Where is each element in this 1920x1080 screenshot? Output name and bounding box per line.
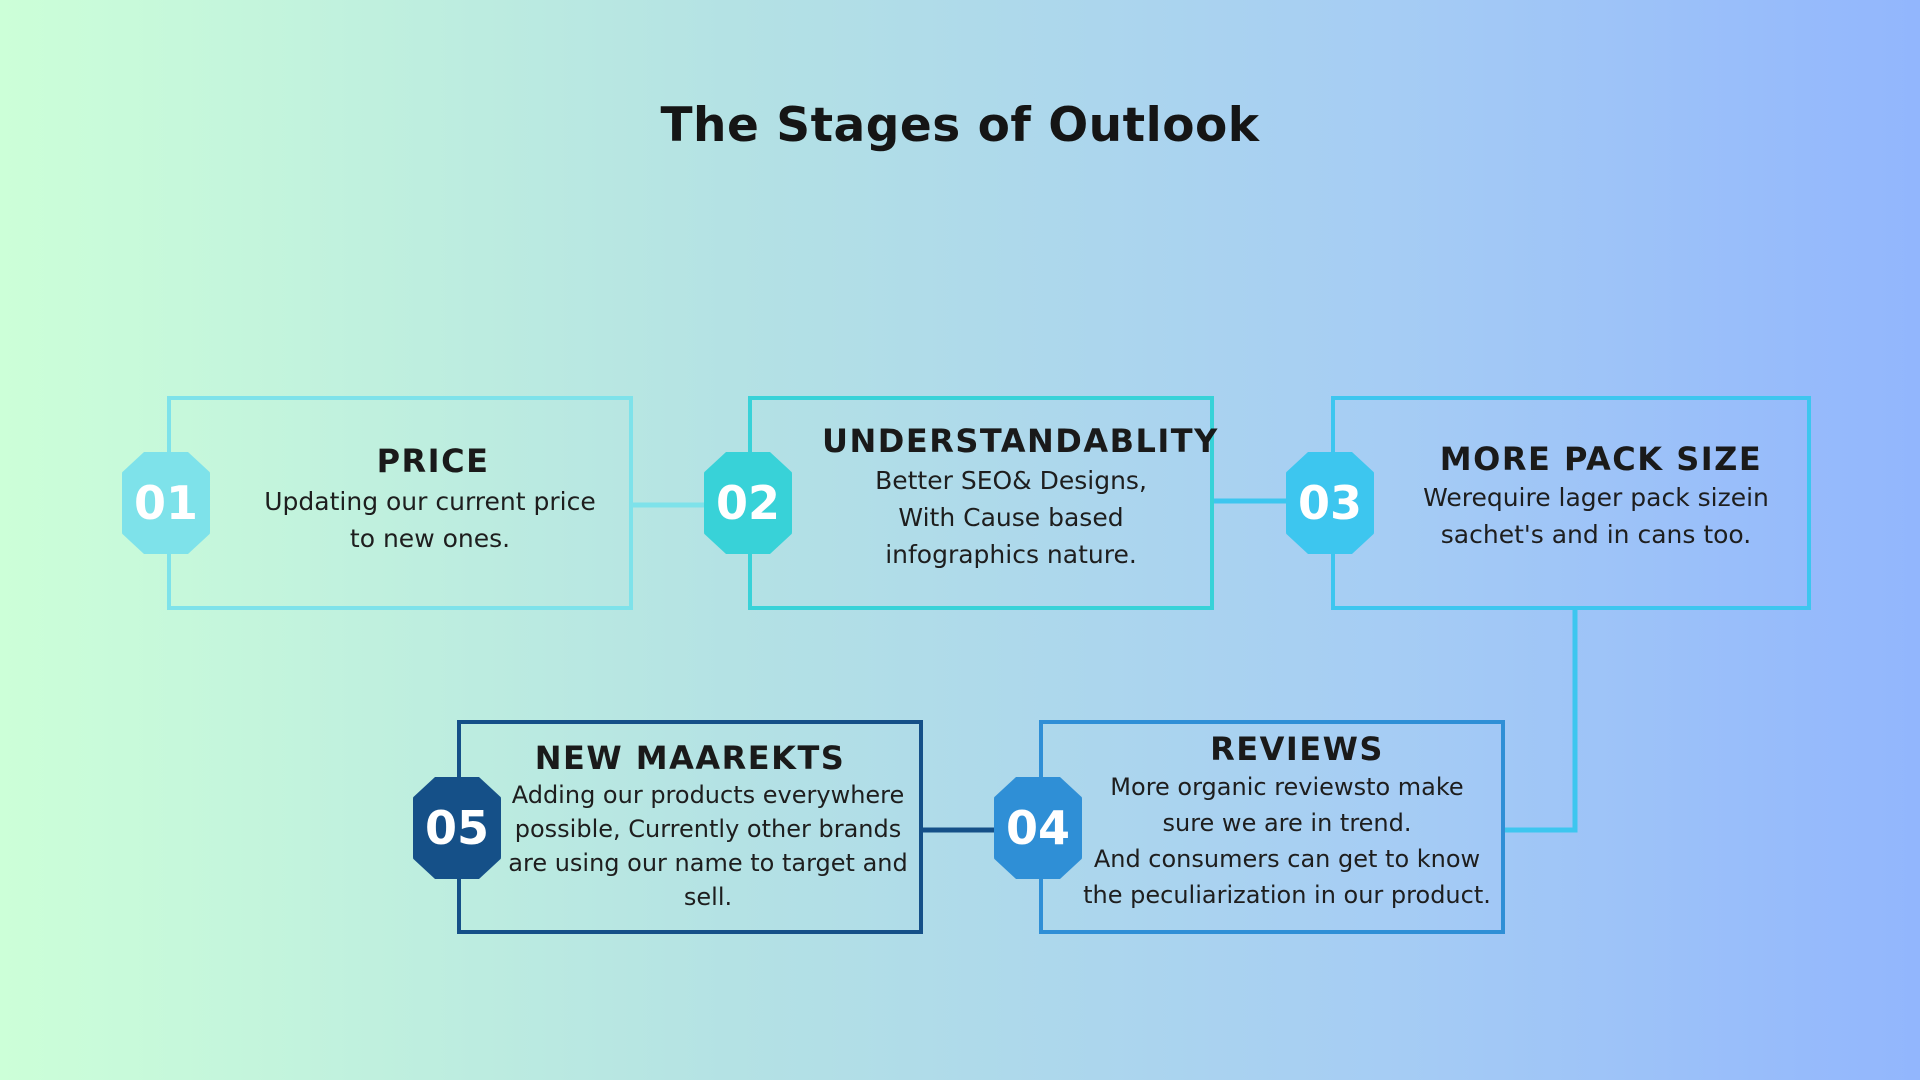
stage-description: Updating our current price to new ones. xyxy=(264,487,596,553)
stage-box-05: NEW MAAREKTS Adding our products everywh… xyxy=(457,720,923,934)
stage-heading: NEW MAAREKTS xyxy=(534,739,846,777)
page-title: The Stages of Outlook xyxy=(660,98,1260,153)
stage-badge-01: 01 xyxy=(122,452,210,554)
stage-description: More organic reviewsto make sure we are … xyxy=(1083,773,1491,909)
stage-badge-04: 04 xyxy=(994,777,1082,879)
stage-description: Better SEO& Designs, With Cause based in… xyxy=(875,466,1147,569)
stage-heading: REVIEWS xyxy=(1210,730,1384,768)
stage-badge-03: 03 xyxy=(1286,452,1374,554)
stage-description: Adding our products everywhere possible,… xyxy=(508,781,908,911)
stage-description: Werequire lager pack sizein sachet's and… xyxy=(1423,483,1769,549)
stage-heading: MORE PACK SIZE xyxy=(1439,440,1763,478)
stage-badge-05: 05 xyxy=(413,777,501,879)
stage-box-01: PRICE Updating our current price to new … xyxy=(167,396,633,610)
stage-box-04: REVIEWS More organic reviewsto make sure… xyxy=(1039,720,1505,934)
stage-box-02: UNDERSTANDABLITY Better SEO& Designs, Wi… xyxy=(748,396,1219,610)
stage-badge-02: 02 xyxy=(704,452,792,554)
connector-03-04 xyxy=(1504,609,1578,833)
stage-heading: PRICE xyxy=(376,442,490,480)
stage-heading: UNDERSTANDABLITY xyxy=(822,422,1219,460)
stage-box-03: MORE PACK SIZE Werequire lager pack size… xyxy=(1331,396,1811,610)
